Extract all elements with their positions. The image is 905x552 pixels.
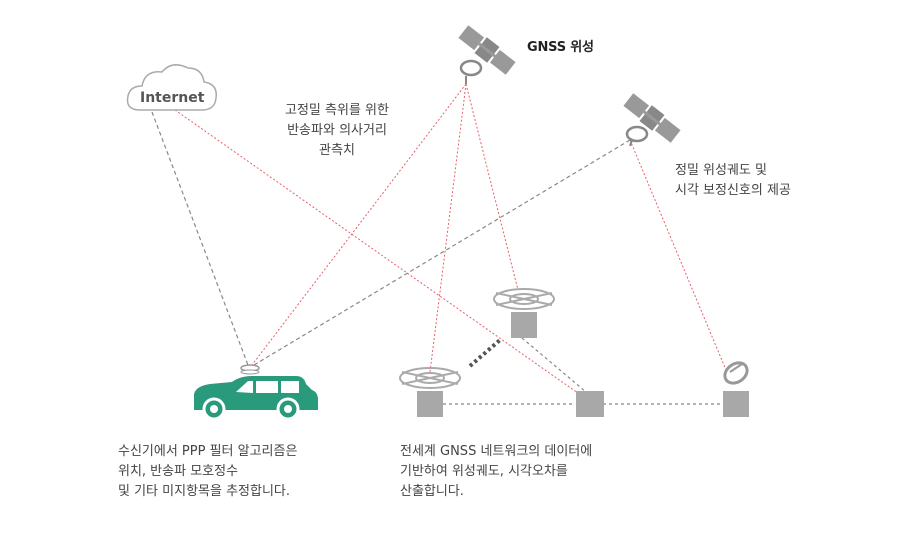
station-mid-center-link bbox=[521, 337, 587, 393]
receiver-description: 수신기에서 PPP 필터 알고리즘은 위치, 반송파 모호정수 및 기타 미지항… bbox=[118, 442, 368, 502]
precise-positioning-annotation: 고정밀 측위를 위한 반송파와 의사거리 관측치 bbox=[262, 101, 412, 161]
annotation-line: 시각 보정신호의 제공 bbox=[675, 183, 791, 198]
annotation-line: 수신기에서 PPP 필터 알고리즘은 bbox=[118, 444, 298, 459]
correction-satellite-icon bbox=[623, 93, 681, 143]
sat-receiver-signal bbox=[251, 83, 467, 366]
gnss-satellite-dish-icon bbox=[459, 59, 483, 84]
annotation-line: 관측치 bbox=[319, 143, 355, 158]
internet-label: Internet bbox=[140, 90, 205, 106]
network-description: 전세계 GNSS 네트워크의 데이터에 기반하여 위성궤도, 시각오차를 산출합… bbox=[400, 442, 660, 502]
vehicle-receiver-icon bbox=[194, 364, 318, 421]
connection-lines bbox=[151, 83, 727, 405]
annotation-line: 기반하여 위성궤도, 시각오차를 bbox=[400, 464, 568, 479]
annotation-line: 산출합니다. bbox=[400, 484, 464, 499]
sat2-dish-uplink bbox=[629, 139, 727, 371]
correction-satellite-dish-icon bbox=[625, 125, 649, 147]
annotation-line: 고정밀 측위를 위한 bbox=[285, 103, 389, 118]
annotation-line: 및 기타 미지항목을 추정합니다. bbox=[118, 484, 291, 499]
station-ellipsis bbox=[468, 338, 502, 368]
internet-receiver-link bbox=[151, 111, 249, 366]
internet-center-link bbox=[174, 109, 586, 399]
sat-station-left-signal bbox=[429, 83, 467, 373]
annotation-line: 반송파와 의사거리 bbox=[287, 123, 387, 138]
sat-station-mid-signal bbox=[465, 83, 519, 291]
gnss-satellite-icon bbox=[458, 25, 516, 75]
gnss-satellite-label: GNSS 위성 bbox=[527, 40, 594, 55]
reference-station-mid-icon bbox=[493, 288, 555, 338]
uplink-dish-icon bbox=[723, 361, 749, 417]
processing-center-icon bbox=[576, 391, 604, 417]
internet-cloud-icon bbox=[126, 64, 217, 111]
orbit-clock-annotation: 정밀 위성궤도 및 시각 보정신호의 제공 bbox=[675, 161, 875, 201]
annotation-line: 정밀 위성궤도 및 bbox=[675, 163, 767, 178]
sat2-receiver-correction bbox=[253, 139, 631, 366]
reference-station-left-icon bbox=[399, 367, 461, 417]
annotation-line: 위치, 반송파 모호정수 bbox=[118, 464, 239, 479]
annotation-line: 전세계 GNSS 네트워크의 데이터에 bbox=[400, 444, 593, 459]
